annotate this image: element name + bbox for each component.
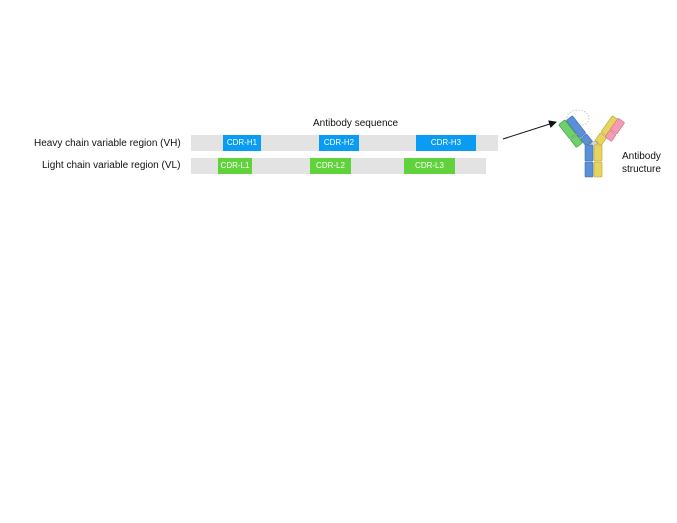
structure-label-line1: Antibody bbox=[622, 151, 661, 162]
light-chain-track: CDR-L1 CDR-L2 CDR-L3 bbox=[191, 158, 486, 174]
fc-stem bbox=[584, 141, 603, 178]
cdr-h1-segment: CDR-H1 bbox=[223, 135, 261, 151]
antibody-structure-icon bbox=[558, 109, 625, 178]
cdr-h3-segment: CDR-H3 bbox=[416, 135, 476, 151]
light-chain-label: Light chain variable region (VL) bbox=[42, 160, 181, 171]
light-chain-left-arm bbox=[558, 119, 583, 148]
cdr-l3-segment: CDR-L3 bbox=[404, 158, 455, 174]
cdr-h2-segment: CDR-H2 bbox=[319, 135, 359, 151]
sequence-title: Antibody sequence bbox=[313, 118, 399, 129]
antibody-structure-label: Antibody structure bbox=[622, 150, 661, 176]
heavy-chain-label: Heavy chain variable region (VH) bbox=[34, 138, 181, 149]
light-chain-right-arm bbox=[605, 118, 625, 142]
cdr-l2-segment: CDR-L2 bbox=[310, 158, 351, 174]
heavy-chain-track: CDR-H1 CDR-H2 CDR-H3 bbox=[191, 135, 498, 151]
structure-label-line2: structure bbox=[622, 164, 661, 175]
pointer-arrow bbox=[502, 120, 557, 140]
cdr-l1-segment: CDR-L1 bbox=[218, 158, 252, 174]
